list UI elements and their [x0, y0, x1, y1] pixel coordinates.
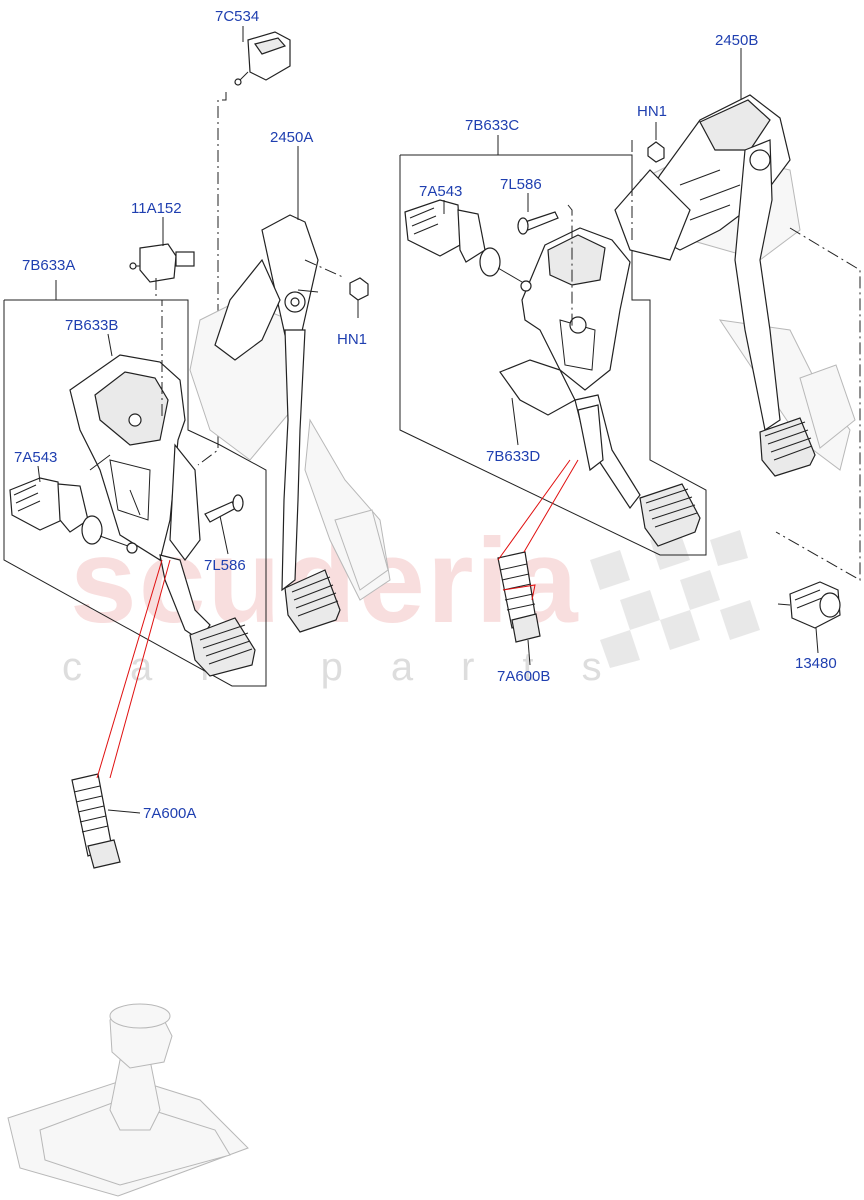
callout-7B633B[interactable]: 7B633B	[65, 317, 118, 334]
bolt-7L586-right	[517, 211, 559, 235]
callout-7B633D[interactable]: 7B633D	[486, 448, 540, 465]
master-cylinder-7A543-left	[9, 477, 138, 554]
gear-shift-knob	[7, 1003, 249, 1197]
leader-lines	[37, 26, 819, 814]
nut-HN1-right	[647, 122, 665, 163]
callout-2450A[interactable]: 2450A	[270, 129, 313, 146]
boot-7A600B	[497, 459, 579, 643]
watermark: scuderia car parts	[62, 514, 760, 689]
pedal-box-7B633B	[69, 354, 186, 561]
highlight-lines	[96, 559, 171, 779]
master-cylinder-7A543-right	[404, 199, 532, 292]
callout-7B633C[interactable]: 7B633C	[465, 117, 519, 134]
assembly-box-7B633A	[3, 280, 267, 687]
callout-2450B[interactable]: 2450B	[715, 32, 758, 49]
brake-pedal-2450B	[614, 94, 856, 477]
switch-7C534	[234, 31, 291, 86]
brake-pedal-2450A	[189, 214, 391, 633]
clutch-pedal-right	[574, 394, 701, 547]
callout-7A543-left[interactable]: 7A543	[14, 449, 57, 466]
clutch-pedal-left	[159, 443, 256, 677]
callout-7A600A[interactable]: 7A600A	[143, 805, 196, 822]
callout-7L586-left[interactable]: 7L586	[204, 557, 246, 574]
callout-7A600B[interactable]: 7A600B	[497, 668, 550, 685]
switch-11A152	[129, 243, 195, 283]
switch-13480	[777, 581, 841, 629]
callout-7C534[interactable]: 7C534	[215, 8, 259, 25]
callout-HN1-right[interactable]: HN1	[637, 103, 667, 120]
watermark-sub: car parts	[62, 645, 650, 689]
boot-7A600A	[71, 773, 121, 869]
bolt-7L586-left	[204, 494, 244, 523]
watermark-checker	[590, 530, 760, 668]
callout-11A152[interactable]: 11A152	[131, 200, 182, 217]
callout-HN1-left[interactable]: HN1	[337, 331, 367, 348]
pedal-box-7B633D	[499, 227, 631, 416]
callout-7A543-right[interactable]: 7A543	[419, 183, 462, 200]
callout-7L586-right[interactable]: 7L586	[500, 176, 542, 193]
nut-HN1-left	[349, 277, 369, 318]
callout-7B633A[interactable]: 7B633A	[22, 257, 75, 274]
callout-13480[interactable]: 13480	[795, 655, 837, 672]
callout-labels: 7C534 2450B HN1 7B633C 2450A 7A543 7L586…	[14, 8, 837, 822]
